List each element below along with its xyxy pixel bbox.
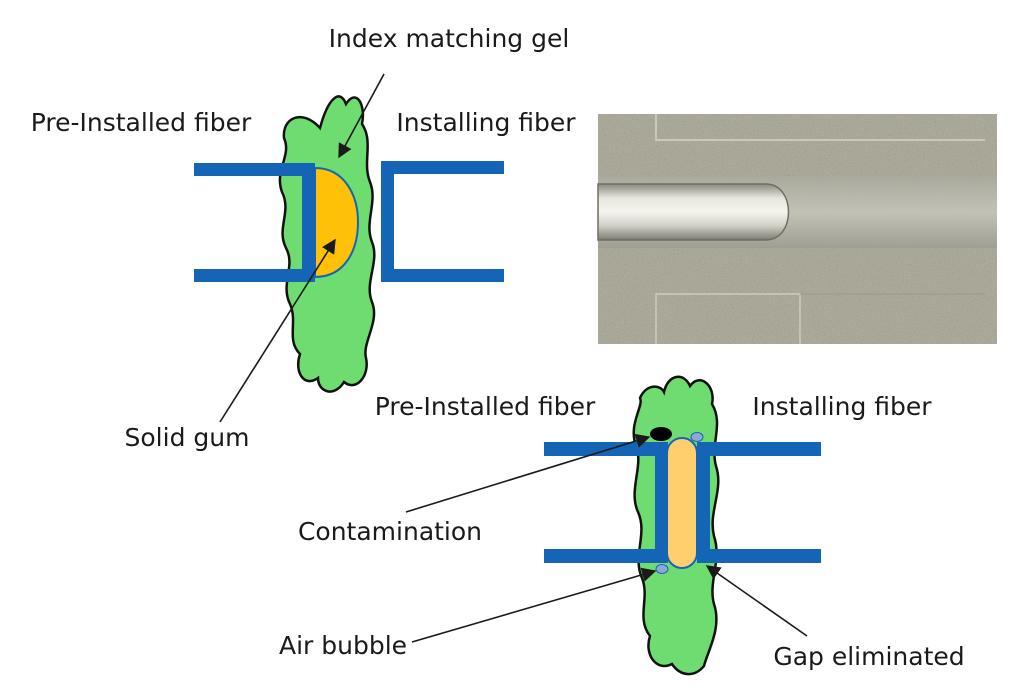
micrograph-fiber (597, 183, 790, 241)
bottom-installing-label: Installing fiber (752, 392, 932, 421)
bottom-installing-bracket (697, 442, 821, 563)
contamination-label: Contamination (298, 517, 482, 546)
top-installing-label: Installing fiber (396, 108, 576, 137)
contamination-pointer-arrow (405, 433, 651, 513)
gum-pointer-arrow (219, 238, 336, 423)
gap-eliminated-label: Gap eliminated (773, 642, 964, 671)
gap-pointer-arrow (705, 565, 808, 637)
contamination-dot (650, 427, 672, 441)
gel-pointer-arrow (338, 73, 385, 159)
solid-gum-label: Solid gum (125, 423, 250, 452)
pre-installed-fiber-bracket (194, 163, 315, 282)
bubble-pointer-arrow (411, 567, 657, 643)
top-diagram: Index matching gel Pre-Installed fiber I… (31, 24, 577, 452)
air-bubble-label: Air bubble (279, 631, 407, 660)
micrograph-photo (597, 114, 997, 344)
bottom-diagram: Pre-Installed fiber Installing fiber Con… (279, 375, 965, 676)
air-bubble-top (690, 432, 704, 442)
bottom-gum-pill (666, 437, 698, 569)
gel-label: Index matching gel (329, 24, 570, 53)
air-bubble-bottom (655, 564, 669, 574)
installing-fiber-bracket (381, 161, 504, 282)
bottom-pre-installed-label: Pre-Installed fiber (375, 392, 596, 421)
top-pre-installed-label: Pre-Installed fiber (31, 108, 252, 137)
